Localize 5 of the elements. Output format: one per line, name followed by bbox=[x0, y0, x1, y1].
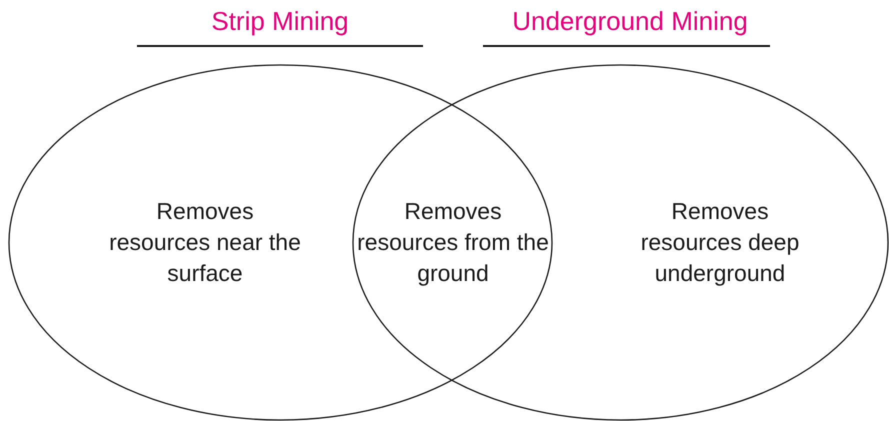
overlap-description: Removes resources from the ground bbox=[356, 197, 550, 288]
set-heading: Underground Mining bbox=[511, 6, 749, 37]
set-description: Removes resources near the surface bbox=[108, 197, 302, 288]
set-heading: Strip Mining bbox=[210, 6, 350, 37]
set-description: Removes resources deep underground bbox=[640, 197, 800, 288]
